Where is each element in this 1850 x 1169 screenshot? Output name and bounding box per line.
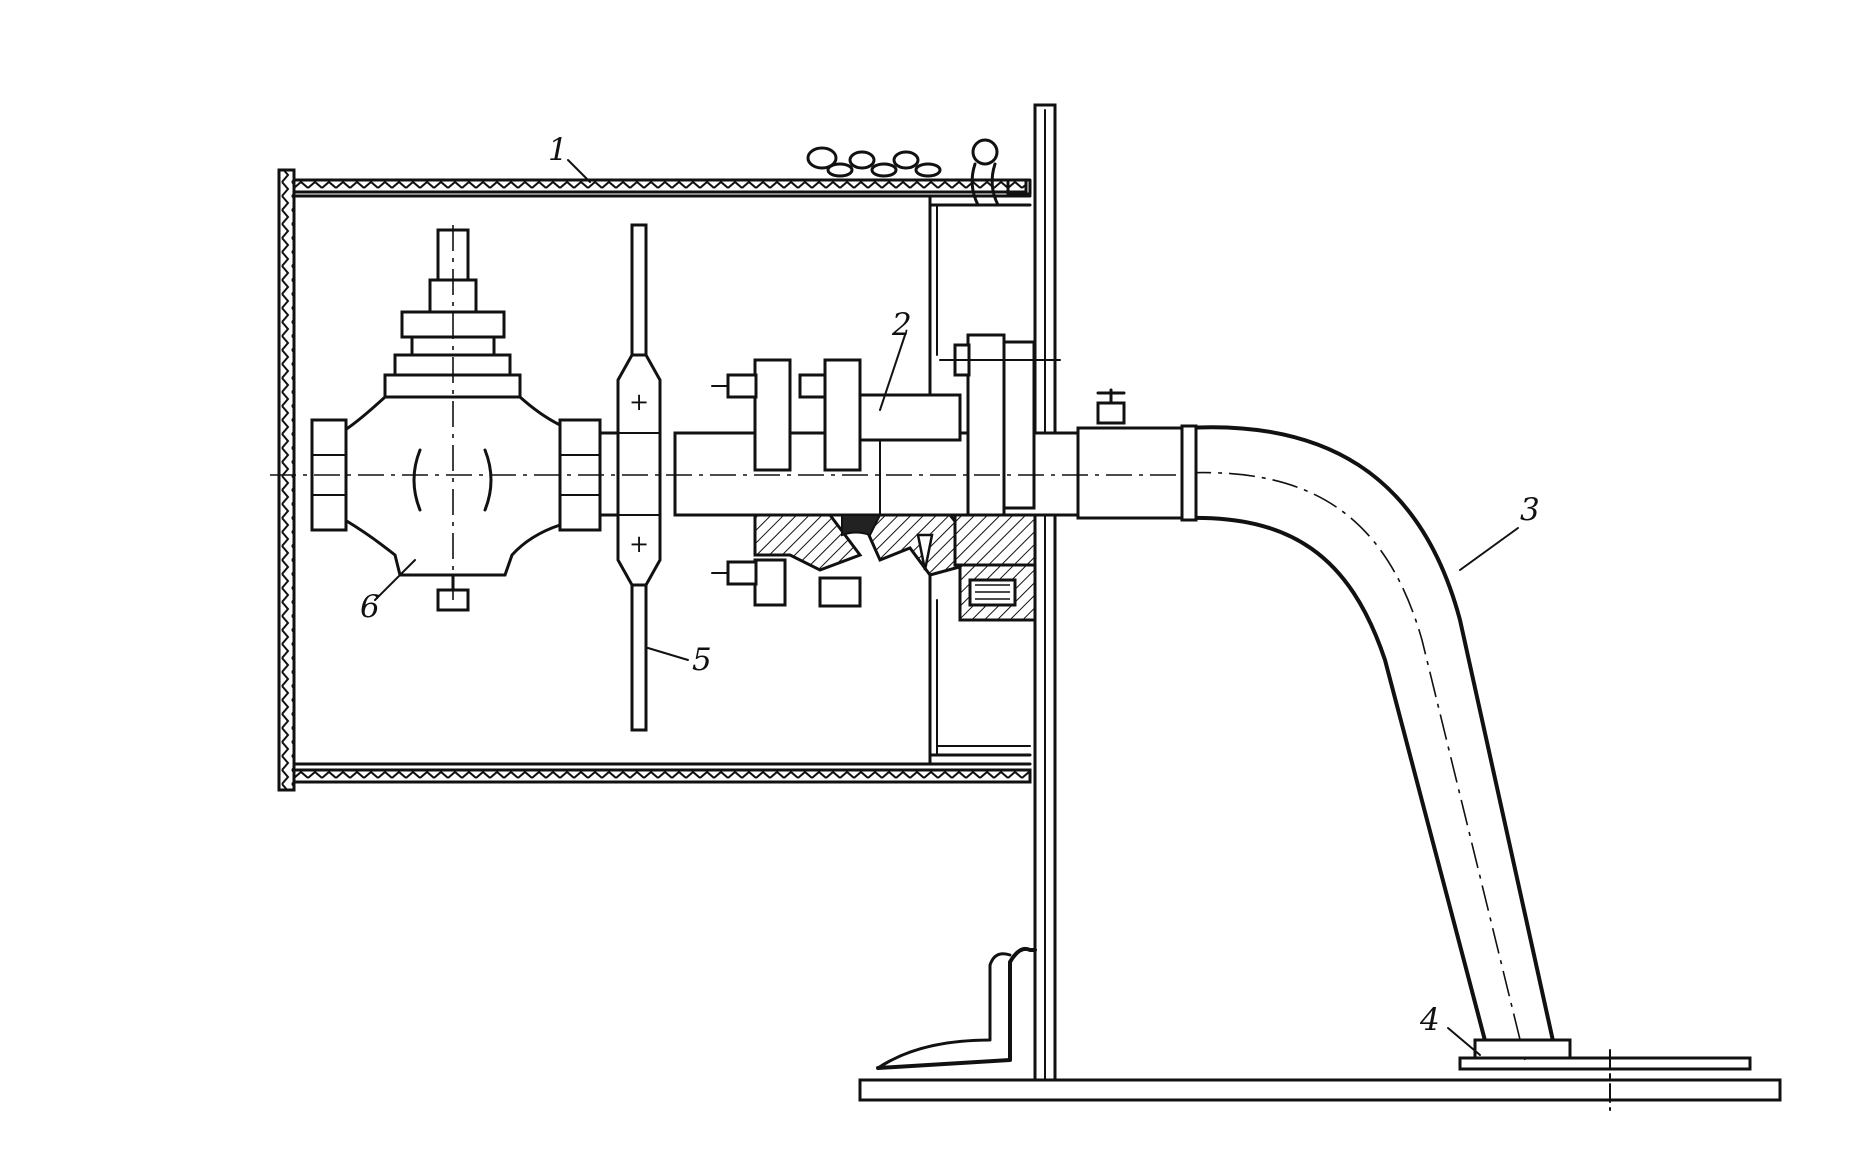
callout-1: 1: [548, 132, 568, 168]
vertical-post: [1033, 103, 1057, 1097]
center-lines: [270, 225, 1180, 600]
callouts: 1 2 3 4 5 6: [360, 132, 1540, 1038]
chain: [806, 138, 1032, 207]
svg-text:+: +: [629, 530, 649, 558]
handwheel-spoke: + +: [598, 223, 662, 732]
valve: [310, 228, 602, 612]
bent-pipe: [1076, 388, 1572, 1061]
svg-text:+: +: [629, 388, 649, 416]
housing-left-wall: [277, 168, 296, 792]
callout-3: 3: [1520, 492, 1540, 528]
callout-4: 4: [1419, 1002, 1440, 1038]
foot-plate: [1458, 1056, 1752, 1071]
callout-leaders: [374, 159, 1519, 1056]
housing-top-wall: [292, 178, 1028, 194]
callout-2: 2: [891, 307, 912, 343]
callout-5: 5: [692, 642, 712, 678]
housing-bottom-wall: [292, 768, 1032, 784]
base-plate: [858, 946, 1782, 1111]
coupling-flange: [711, 333, 1061, 622]
housing: [277, 168, 1032, 792]
callout-6: 6: [360, 589, 380, 625]
